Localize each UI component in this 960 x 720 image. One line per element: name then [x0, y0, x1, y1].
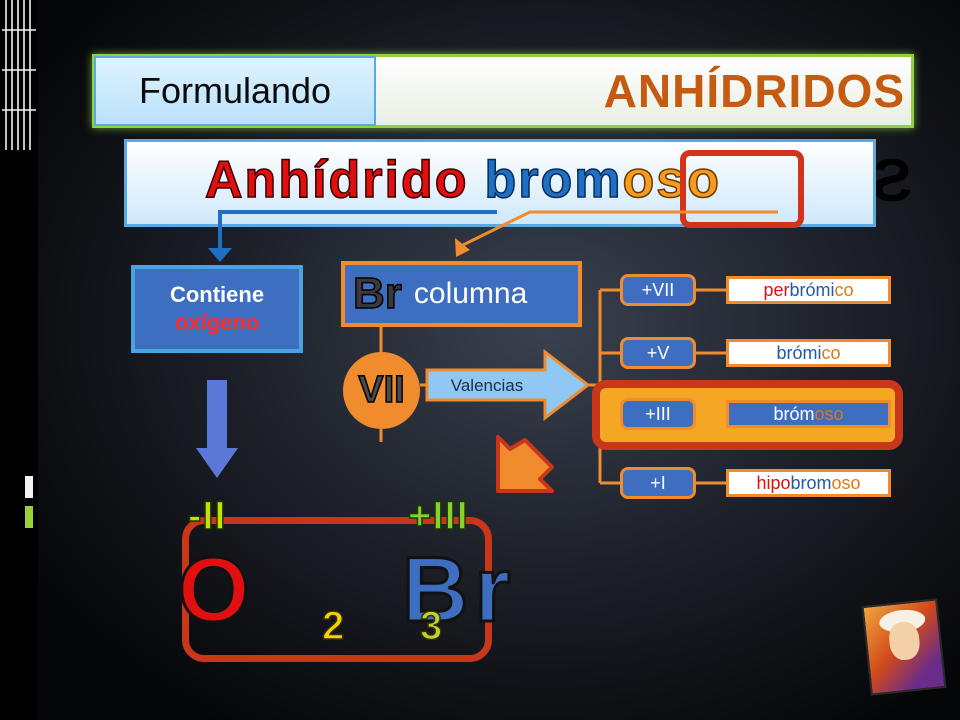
title-anhidridos: ANHÍDRIDOS	[603, 65, 905, 117]
bromine-subscript: 3	[419, 603, 443, 649]
side-mark-green	[25, 506, 33, 528]
formula-frame	[182, 517, 492, 662]
avatar-icon	[861, 598, 947, 696]
element-symbol: Br	[352, 268, 402, 319]
column-number-circle: VII	[343, 352, 420, 429]
oxygen-subscript: 2	[321, 603, 345, 649]
subtitle-anhidrido: Anhídrido	[204, 150, 469, 210]
subtitle-oso-suffix: oso	[622, 150, 721, 210]
contains-label: Contiene	[169, 282, 265, 307]
title-reflection: S	[871, 147, 912, 214]
bromine-symbol: Br	[400, 539, 517, 642]
contains-oxygen-box: Contiene oxígeno	[131, 265, 303, 353]
valencias-label: Valencias	[450, 376, 524, 395]
element-column-box: Br columna	[341, 261, 582, 327]
valence-pill-vii: +VII	[620, 274, 696, 306]
side-mark-white	[25, 476, 33, 498]
column-label: columna	[413, 277, 528, 310]
suffix-highlight-frame	[680, 150, 804, 228]
edge-stripes-icon	[2, 0, 36, 150]
valence-pill-v: +V	[620, 337, 696, 369]
oxygen-label: oxígeno	[174, 310, 260, 335]
subtitle-bromo-root: brom	[484, 150, 623, 210]
valence-pill-iii: +III	[620, 398, 696, 430]
oxygen-symbol: O	[177, 539, 256, 642]
valence-pill-i: +I	[620, 467, 696, 499]
oxygen-oxidation-state: -II	[187, 493, 227, 539]
bromine-oxidation-state: +III	[407, 493, 469, 539]
title-formulando: Formulando	[94, 56, 376, 126]
